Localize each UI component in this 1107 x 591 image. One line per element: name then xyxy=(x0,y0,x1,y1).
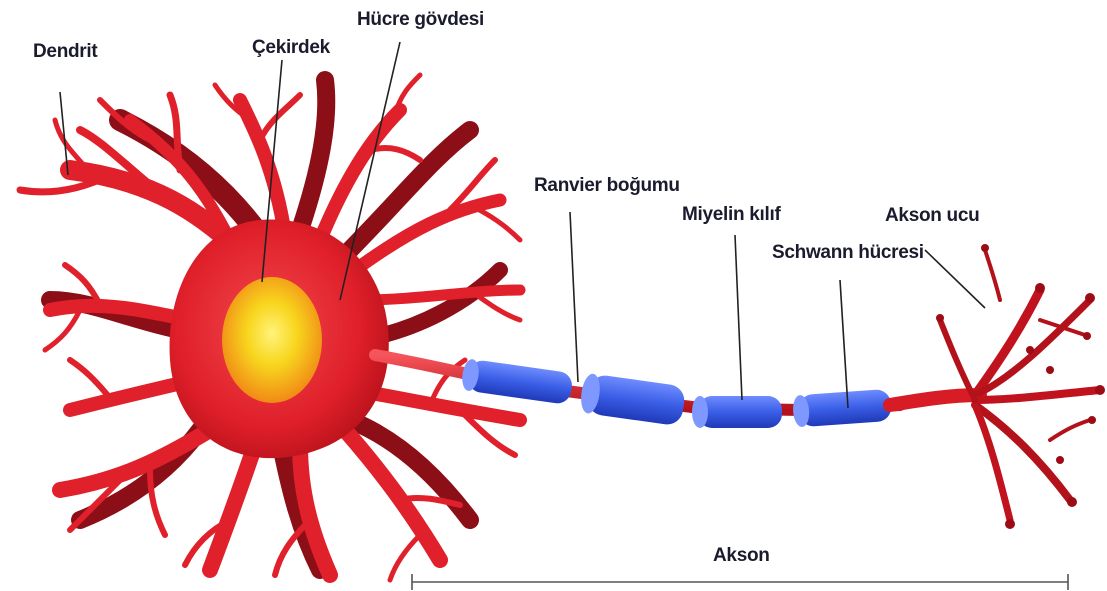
axon-bracket xyxy=(412,574,1068,590)
label-cell-body: Hücre gövdesi xyxy=(357,9,484,30)
label-axon: Akson xyxy=(713,545,770,566)
label-myelin-sheath: Miyelin kılıf xyxy=(682,204,781,225)
myelin-segment xyxy=(579,373,687,427)
terminal-buttons xyxy=(936,244,1105,529)
label-schwann-cell: Schwann hücresi xyxy=(772,242,924,263)
label-axon-terminal: Akson ucu xyxy=(885,205,979,226)
myelin-segment xyxy=(692,396,782,428)
axon-terminal xyxy=(890,250,1100,520)
label-dendrite: Dendrit xyxy=(33,41,98,62)
label-node-of-ranvier: Ranvier boğumu xyxy=(534,175,680,196)
myelin-segment xyxy=(460,358,573,405)
label-nucleus: Çekirdek xyxy=(252,37,331,58)
myelin-segment xyxy=(792,389,892,428)
nucleus xyxy=(222,277,322,403)
